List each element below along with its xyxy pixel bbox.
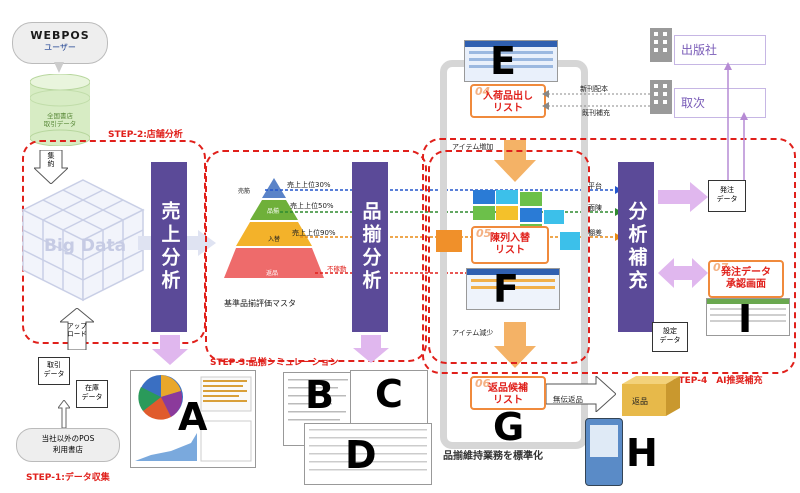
- fudou-label: 不稼動: [327, 265, 347, 273]
- box05-num: 05: [476, 227, 492, 240]
- uriage-bunseki-box: 売上分析: [151, 162, 187, 332]
- pyramid-label-top: 売筋: [238, 188, 251, 195]
- webpos-users-label: ユーザー: [44, 43, 76, 52]
- webpos-user-cloud: WEBPOS ユーザー: [12, 22, 108, 64]
- box04-num: 04: [475, 85, 491, 98]
- hiradai-label: 平台: [588, 182, 602, 190]
- settei-data-doc: 設定 データ: [652, 322, 688, 352]
- item-increase-label: アイテム増加: [452, 143, 494, 151]
- step1-label: STEP-1:データ収集: [26, 473, 110, 483]
- hinzoroe-bunseki-box: 品揃分析: [352, 162, 388, 332]
- top90-label: 売上上位90%: [292, 229, 336, 237]
- scanner-screen: [590, 425, 618, 457]
- letter-a: A: [178, 395, 208, 439]
- standardize-label: 品揃維持業務を標準化: [443, 451, 543, 462]
- publisher-box: 出版社: [674, 35, 766, 65]
- letter-g: G: [493, 405, 525, 449]
- bunseki-label: 分析補充: [625, 201, 648, 293]
- supply-arrows: [542, 90, 650, 110]
- big-data-cube-icon: [21, 179, 145, 302]
- box05-label: 陳列入替 リスト: [490, 233, 530, 256]
- letter-h: H: [626, 431, 658, 475]
- step2-label: STEP-2:店舗分析: [108, 130, 183, 140]
- kikan-label: 既刊補充: [582, 109, 610, 117]
- down-arrow-icon: [54, 62, 64, 73]
- big-data-label: Big Data: [44, 236, 127, 256]
- letter-f: F: [493, 267, 519, 311]
- uriage-label: 売上分析: [158, 201, 181, 293]
- return-arrow-icon: [546, 376, 616, 412]
- box06-label: 返品候補 リスト: [488, 383, 528, 406]
- down-arrow-icon: [152, 335, 188, 365]
- henpin-box-label: 返品: [632, 397, 648, 406]
- screenshot-d: [304, 423, 432, 485]
- top30-label: 売上上位30%: [287, 181, 331, 189]
- screenshot-f: [466, 268, 560, 310]
- shinkan-label: 新刊配本: [580, 85, 608, 93]
- box07-approval-screen: 07 発注データ 承認画面: [708, 260, 784, 298]
- hinzoroe-label: 品揃分析: [359, 201, 382, 293]
- step3-label: STEP-3:品揃シミュレーション: [210, 358, 339, 368]
- bunseki-hoju-box: 分析補充: [618, 162, 654, 332]
- webpos-logo: WEBPOS: [30, 29, 90, 42]
- hatchu-data-doc: 発注 データ: [708, 180, 746, 212]
- shuyaku-arrow: 集 約: [32, 149, 70, 185]
- step4-label: STEP-4 AI推奨補充: [672, 376, 763, 386]
- right-arrow-icon: [658, 182, 708, 212]
- distributor-box: 取次: [674, 88, 766, 118]
- box05-display-list: 05 陳列入替 リスト: [471, 226, 549, 264]
- step4-zone: [422, 138, 796, 374]
- box07-num: 07: [713, 261, 729, 274]
- pyramid-label-2: 品揃: [267, 208, 280, 215]
- step3-zone: [205, 150, 427, 362]
- box04-label: 入荷品出し リスト: [483, 91, 533, 114]
- distributor-building-icon: [650, 80, 672, 114]
- letter-c: C: [375, 372, 403, 416]
- menchin-label: 面陳: [588, 204, 602, 212]
- down-arrow-icon: [494, 322, 536, 368]
- top50-label: 売上上位50%: [290, 202, 334, 210]
- box06-num: 06: [475, 377, 491, 390]
- item-decrease-label: アイテム減少: [452, 329, 494, 337]
- screenshot-e: [464, 40, 558, 82]
- pos-users-cloud: 当社以外のPOS 利用書店: [16, 428, 120, 462]
- bidirectional-arrow-icon: [658, 258, 708, 288]
- order-up-arrows: [724, 62, 748, 180]
- box07-label: 発注データ 承認画面: [721, 267, 771, 290]
- letter-e: E: [490, 39, 516, 83]
- down-arrow-icon: [353, 335, 389, 363]
- box06-return-list: 06 返品候補 リスト: [470, 376, 546, 410]
- return-box-icon: [622, 376, 680, 416]
- mushou-label: 無伝返品: [553, 395, 583, 404]
- box04-arrival-list: 04 入荷品出し リスト: [470, 84, 546, 118]
- screenshot-a: [130, 370, 256, 468]
- torihiki-data-doc: 取引 データ: [38, 357, 70, 385]
- pyramid-label-3: 入替: [268, 236, 281, 243]
- screenshot-i: [706, 298, 790, 336]
- inner-shelf-zone: [428, 150, 590, 364]
- up-arrow-icon: [58, 400, 70, 428]
- shelf-illustration: [436, 190, 580, 252]
- pyramid-label-4: 返品: [266, 270, 279, 277]
- db-label: 全国書店 取引データ: [43, 112, 77, 128]
- database-icon: 全国書店 取引データ: [29, 73, 91, 147]
- evaluation-pyramid: [224, 178, 324, 278]
- upload-label: アップ ロード: [67, 322, 87, 338]
- tanasashi-label: 棚差: [588, 229, 602, 237]
- publisher-building-icon: [650, 28, 672, 62]
- pyramid-caption: 基準品揃評価マスタ: [224, 299, 296, 308]
- letter-i: I: [738, 297, 753, 341]
- handheld-scanner: [585, 418, 623, 486]
- shuyaku-label: 集 約: [47, 152, 55, 168]
- upload-arrow: アップ ロード: [58, 307, 96, 351]
- letter-b: B: [305, 373, 334, 417]
- zaiko-data-doc: 在庫 データ: [76, 380, 108, 408]
- letter-d: D: [345, 433, 377, 477]
